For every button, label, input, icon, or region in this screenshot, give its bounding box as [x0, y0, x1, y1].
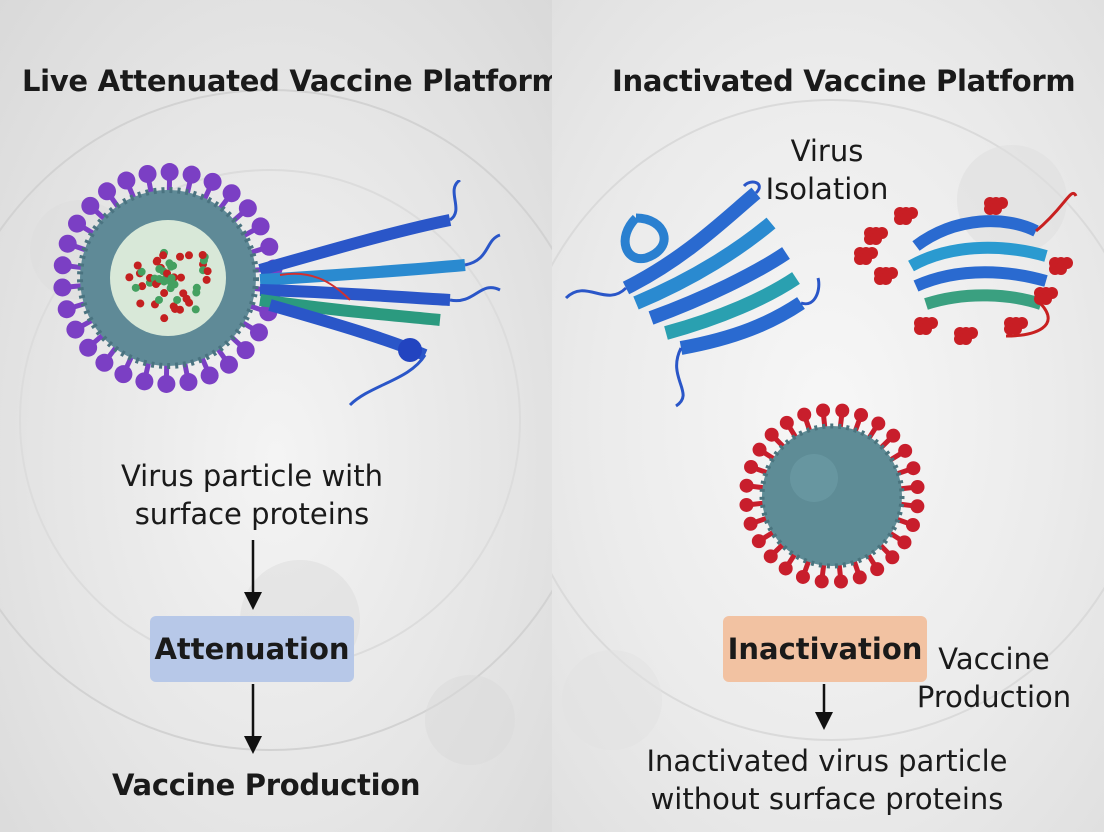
- isolation-label-line1: Virus: [752, 132, 902, 170]
- particle-label-line1: Virus particle with: [102, 457, 402, 495]
- left-title: Live Attenuated Vaccine Platform: [22, 64, 552, 98]
- right-title: Inactivated Vaccine Platform: [612, 64, 1075, 98]
- result-label: Inactivated virus particle without surfa…: [642, 742, 1012, 818]
- attenuation-box: Attenuation: [150, 616, 354, 682]
- left-result: Vaccine Production: [112, 768, 420, 802]
- particle-label: Virus particle with surface proteins: [102, 457, 402, 533]
- protein-ribbon-icon: [556, 178, 826, 408]
- vaccine-production-label: Vaccine Production: [914, 640, 1074, 716]
- result-label-line1: Inactivated virus particle: [642, 742, 1012, 780]
- result-label-line2: without surface proteins: [642, 780, 1012, 818]
- particle-label-line2: surface proteins: [102, 495, 402, 533]
- protein-ribbon-icon: [250, 180, 530, 410]
- vaccine-production-line2: Production: [914, 678, 1074, 716]
- down-arrow-icon: [814, 684, 834, 732]
- live-attenuated-panel: Live Attenuated Vaccine Platform Virus p…: [0, 0, 552, 832]
- inactivated-panel: Inactivated Vaccine Platform Virus Isola…: [552, 0, 1104, 832]
- virus-particle-icon: [722, 392, 942, 602]
- vaccine-production-line1: Vaccine: [914, 640, 1074, 678]
- protein-ribbon-icon: [846, 186, 1086, 346]
- background-pattern: [0, 0, 552, 832]
- down-arrow-icon: [243, 684, 263, 756]
- inactivation-box: Inactivation: [723, 616, 927, 682]
- down-arrow-icon: [243, 540, 263, 612]
